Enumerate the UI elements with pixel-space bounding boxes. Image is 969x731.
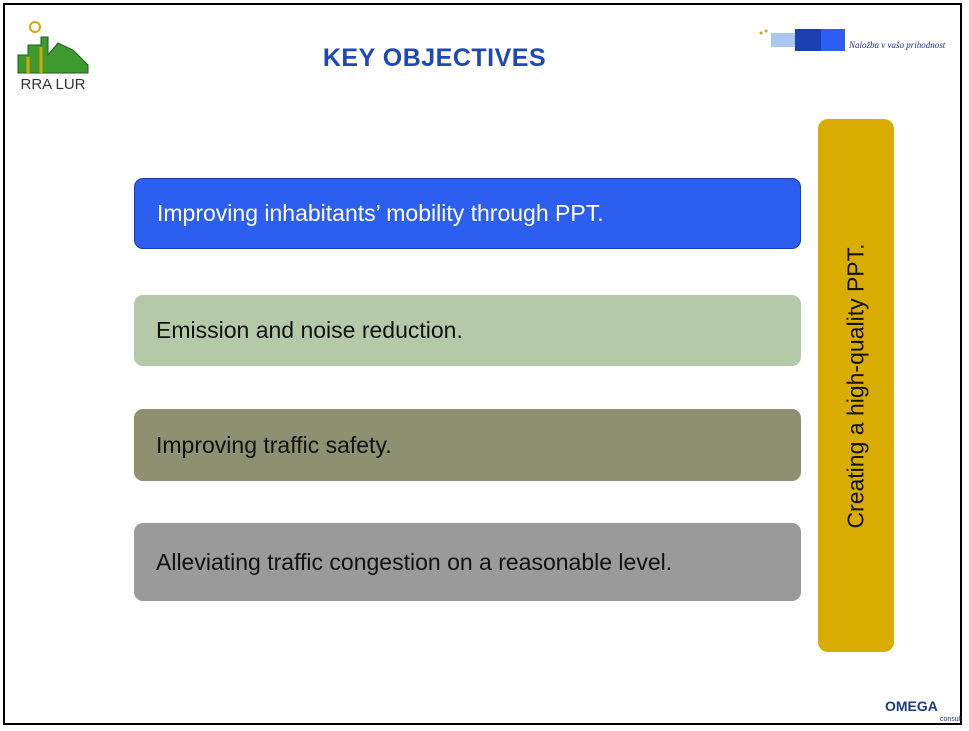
- objective-label-3: Improving traffic safety.: [156, 431, 392, 458]
- objective-label-4: Alleviating traffic congestion on a reas…: [156, 548, 673, 575]
- objective-label-1: Improving inhabitants’ mobility through …: [157, 200, 604, 226]
- objective-label-2: Emission and noise reduction.: [156, 317, 463, 343]
- objective-box-4: Alleviating traffic congestion on a reas…: [134, 523, 801, 601]
- objective-box-3: Improving traffic safety.: [134, 409, 801, 481]
- rra-lur-logo: RRA LUR: [13, 15, 103, 97]
- omega-logo-sub: consult: [940, 716, 963, 723]
- logo-left-text: RRA LUR: [20, 76, 86, 93]
- eu-logo: Naložba v vašo prihodnost: [751, 27, 946, 77]
- objective-box-1: Improving inhabitants’ mobility through …: [134, 178, 801, 249]
- eu-flag-icon: [759, 29, 845, 51]
- omega-logo: OMEGA: [885, 698, 938, 714]
- hill-icon: [17, 21, 89, 74]
- objective-box-2: Emission and noise reduction.: [134, 295, 801, 366]
- page-title: KEY OBJECTIVES: [322, 44, 547, 72]
- sidebar-label: Creating a high-quality PPT.: [842, 242, 869, 529]
- sidebar-goal: Creating a high-quality PPT.: [818, 119, 894, 652]
- eu-logo-text: Naložba v vašo prihodnost: [849, 40, 946, 50]
